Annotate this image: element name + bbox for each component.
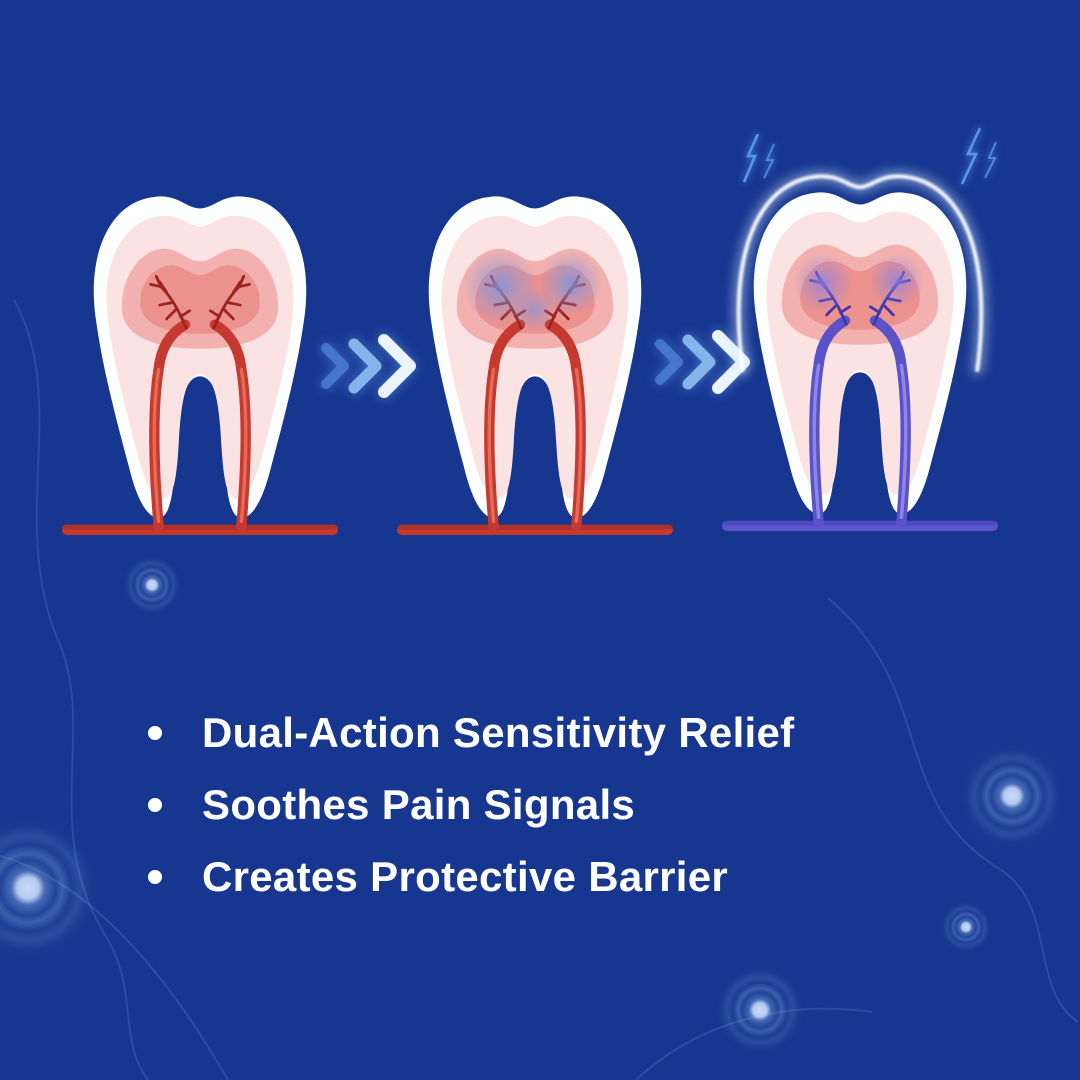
squiggle-line bbox=[827, 597, 1079, 1023]
bullet-dot bbox=[148, 870, 162, 884]
protective-barrier bbox=[733, 171, 987, 376]
stage-sensitive-tooth bbox=[397, 176, 673, 556]
bullet-dot bbox=[148, 798, 162, 812]
lightning-stroke bbox=[984, 141, 997, 179]
stage-protected-tooth bbox=[722, 171, 998, 552]
chevron-icon bbox=[378, 334, 416, 398]
tooth-illustration bbox=[397, 176, 673, 556]
lightning-bolt-icon bbox=[960, 127, 997, 185]
calm-glow-spots bbox=[793, 252, 925, 313]
chevron-icon bbox=[348, 338, 382, 394]
benefit-list: Dual-Action Sensitivity Relief Soothes P… bbox=[148, 697, 794, 913]
benefit-text: Creates Protective Barrier bbox=[202, 853, 729, 900]
triple-chevron-right-icon bbox=[321, 334, 416, 398]
lightning-bolt-icon bbox=[742, 133, 775, 183]
lightning-stroke bbox=[763, 143, 775, 179]
benefit-text: Soothes Pain Signals bbox=[202, 781, 636, 828]
chevron-icon bbox=[655, 339, 683, 385]
chevron-icon bbox=[682, 334, 716, 390]
chevron-icon bbox=[321, 343, 349, 389]
lightning-stroke bbox=[960, 127, 982, 185]
tooth-illustration bbox=[722, 171, 998, 552]
benefit-item: Dual-Action Sensitivity Relief bbox=[148, 697, 794, 769]
pain-glow-spots bbox=[462, 248, 603, 332]
tooth-illustration bbox=[62, 176, 338, 556]
benefit-text: Dual-Action Sensitivity Relief bbox=[202, 709, 795, 756]
bullet-dot bbox=[148, 726, 162, 740]
stage-healthy-tooth bbox=[62, 176, 338, 556]
benefit-item: Soothes Pain Signals bbox=[148, 769, 794, 841]
lightning-stroke bbox=[742, 133, 760, 183]
squiggle-line bbox=[13, 299, 149, 1080]
benefit-item: Creates Protective Barrier bbox=[148, 841, 794, 913]
squiggle-line bbox=[635, 1007, 873, 1080]
